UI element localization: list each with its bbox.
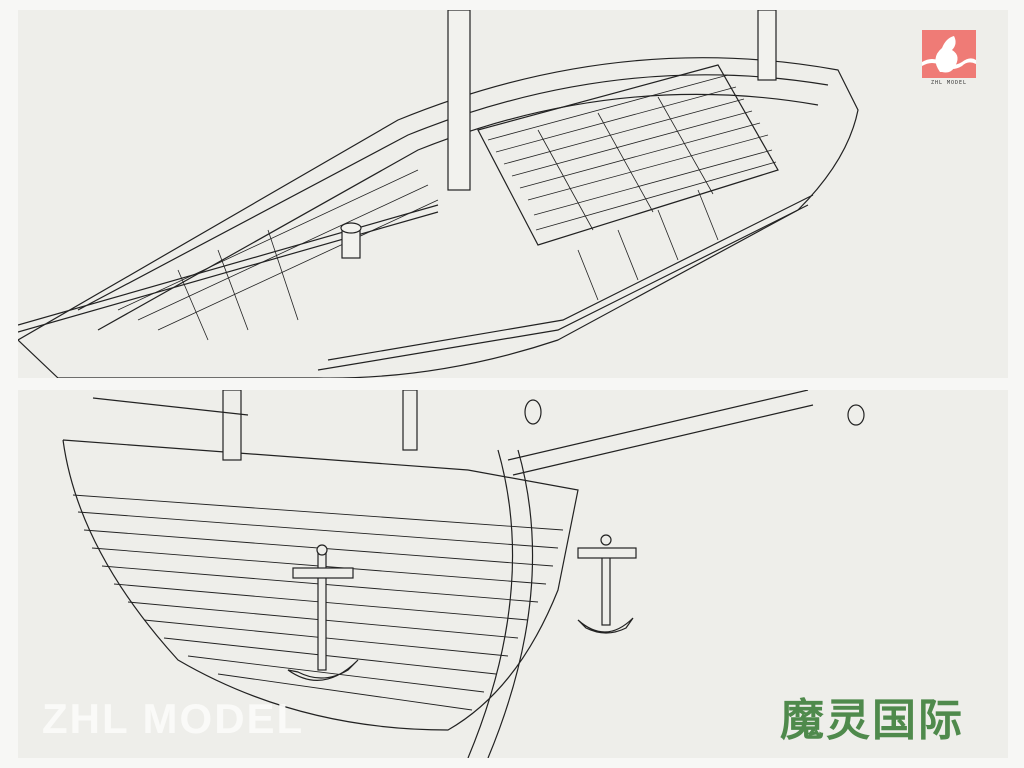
logo-caption: ZHL MODEL — [930, 80, 968, 86]
ship-bow-drawing-panel — [18, 390, 1008, 758]
brand-chinese-name: 魔灵国际 — [780, 695, 964, 746]
ship-bow-drawing — [62, 390, 865, 758]
ship-deck-drawing-panel — [18, 10, 1008, 378]
ship-deck-drawing — [18, 10, 859, 378]
seahorse-logo-icon — [922, 30, 976, 78]
watermark-text: ZHL MODEL — [42, 695, 305, 742]
